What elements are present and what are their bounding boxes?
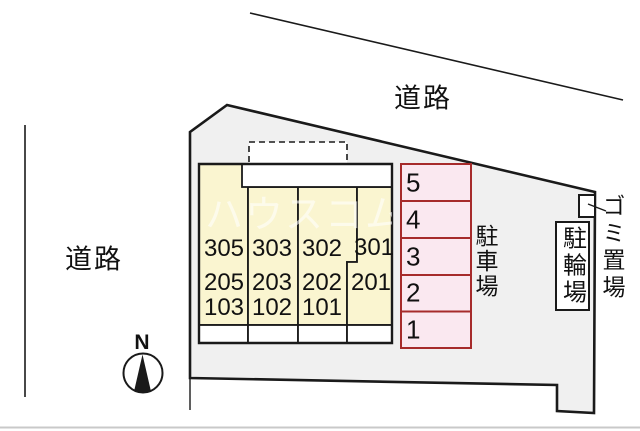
room-102: 102 (251, 294, 293, 321)
parking-space-2 (400, 274, 472, 313)
building-outline (197, 162, 394, 345)
compass-north-label: N (134, 331, 150, 354)
room-202: 202 (301, 269, 343, 296)
parking-number-1: 1 (406, 314, 421, 345)
page-divider (0, 426, 640, 429)
room-302: 302 (301, 235, 343, 262)
room-301: 301 (353, 234, 395, 261)
bicycle-area-box (555, 221, 590, 311)
room-303: 303 (251, 235, 293, 262)
road-edge-top (249, 12, 624, 101)
parking-number-3: 3 (406, 241, 421, 272)
room-101: 101 (301, 294, 343, 321)
parking-number-4: 4 (406, 204, 421, 235)
room-305: 305 (203, 235, 245, 262)
unit-column-2 (247, 186, 299, 326)
room-201: 201 (350, 269, 392, 296)
parking-number-5: 5 (406, 167, 421, 198)
bicycle-area-label: 駐輪場 (558, 225, 586, 307)
room-205: 205 (203, 269, 245, 296)
entrance-cell-1 (198, 324, 249, 344)
dashed-canopy-outline (248, 141, 348, 165)
compass-needle-icon (134, 354, 151, 392)
parking-space-3 (400, 237, 472, 276)
entrance-cell-4 (346, 324, 393, 344)
room-203: 203 (251, 269, 293, 296)
parking-area-label: 駐車場 (472, 224, 498, 299)
parking-number-2: 2 (406, 277, 421, 308)
entrance-cell-3 (297, 324, 348, 344)
parking-space-1 (400, 310, 472, 349)
entrance-cell-2 (247, 324, 299, 344)
garbage-area-label: ゴミ置場 (599, 194, 625, 302)
parking-space-5 (400, 163, 472, 202)
garbage-leader-line (587, 203, 607, 212)
road-label-top: 道路 (394, 83, 452, 114)
room-103: 103 (203, 294, 245, 321)
road-label-left: 道路 (65, 244, 123, 275)
watermark: ハウスコム (205, 194, 392, 237)
